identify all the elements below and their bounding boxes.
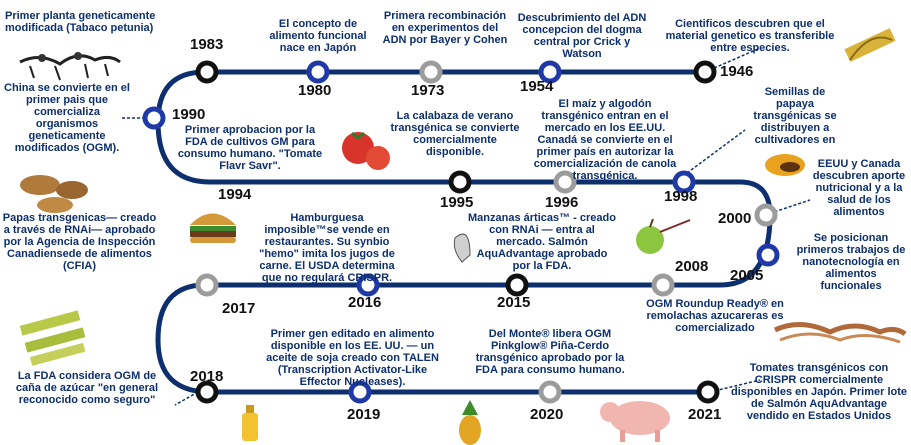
node-1995 bbox=[448, 170, 472, 194]
year-2016: 2016 bbox=[348, 294, 382, 311]
year-1996: 1996 bbox=[545, 194, 579, 211]
event-1980: El concepto de alimento funcional nace e… bbox=[269, 18, 367, 54]
petunia-plant-icon bbox=[19, 52, 121, 81]
year-2020: 2020 bbox=[530, 406, 564, 423]
year-2018: 2018 bbox=[190, 368, 224, 385]
event-2021: Tomates transgénicos con CRISPR comercia… bbox=[730, 362, 908, 422]
node-2000 bbox=[754, 203, 778, 227]
node-1998 bbox=[672, 170, 696, 194]
year-1983: 1983 bbox=[190, 36, 224, 53]
year-2015: 2015 bbox=[497, 294, 531, 311]
event-1954: Descubrimiento del ADN concepcion del do… bbox=[517, 12, 647, 60]
pineapple-icon bbox=[459, 400, 481, 445]
event-1946: Cientificos descubren que el material ge… bbox=[665, 18, 835, 54]
node-1996 bbox=[553, 170, 577, 194]
year-1980: 1980 bbox=[298, 82, 332, 99]
node-2020 bbox=[538, 380, 562, 404]
tomato-icon bbox=[342, 131, 390, 170]
node-2008 bbox=[651, 273, 675, 297]
year-2008: 2008 bbox=[675, 258, 709, 275]
year-2019: 2019 bbox=[347, 406, 381, 423]
year-1995: 1995 bbox=[440, 194, 474, 211]
event-2008: OGM Roundup Ready® en remolachas azucare… bbox=[646, 298, 784, 334]
event-2018: La FDA considera OGM de caña de azúcar "… bbox=[15, 370, 159, 406]
year-1998: 1998 bbox=[664, 188, 698, 205]
year-2005: 2005 bbox=[730, 267, 764, 284]
node-1973 bbox=[419, 60, 443, 84]
event-2015: Manzanas árticas™ - creado con RNAi — en… bbox=[468, 212, 616, 272]
node-2016 bbox=[356, 273, 380, 297]
node-2017 bbox=[195, 273, 219, 297]
event-1996: El maíz y algodón transgénico entran en … bbox=[533, 98, 677, 182]
burger-icon bbox=[190, 213, 236, 243]
year-1946: 1946 bbox=[720, 63, 754, 80]
node-2019 bbox=[348, 380, 372, 404]
year-1954: 1954 bbox=[520, 78, 554, 95]
sugarcane-icon bbox=[19, 310, 86, 366]
node-2005 bbox=[756, 243, 780, 267]
event-2020: Del Monte® libera OGM Pinkglow® Piña-Cer… bbox=[475, 328, 625, 376]
node-2015 bbox=[505, 273, 529, 297]
event-2000: EEUU y Canada descubren aporte nutricion… bbox=[812, 158, 906, 218]
node-2021 bbox=[696, 380, 720, 404]
year-1990: 1990 bbox=[172, 106, 206, 123]
year-1994: 1994 bbox=[218, 186, 252, 203]
dna-strand-icon bbox=[844, 28, 896, 62]
event-1990-china: China se convierte en el primer pais que… bbox=[4, 82, 130, 154]
event-2019: Primer gen editado en alimento disponibl… bbox=[266, 328, 439, 388]
event-1983: Primer planta geneticamente modificada (… bbox=[5, 10, 156, 34]
pig-icon bbox=[600, 401, 670, 442]
event-1990-fda: Primer aprobacion por la FDA de cultivos… bbox=[177, 124, 323, 172]
event-1995: La calabaza de verano transgénica se con… bbox=[390, 110, 520, 158]
node-1983 bbox=[195, 60, 219, 84]
node-1980 bbox=[306, 60, 330, 84]
node-1946 bbox=[693, 60, 717, 84]
year-2000: 2000 bbox=[718, 210, 752, 227]
event-2005: Se posicionan primeros trabajos de nanot… bbox=[796, 232, 906, 292]
papaya-icon bbox=[765, 154, 805, 176]
oil-bottle-icon bbox=[242, 405, 258, 441]
apple-icon bbox=[636, 218, 691, 254]
node-1954 bbox=[538, 60, 562, 84]
sugarbeet-icon bbox=[773, 322, 907, 344]
event-2016: Hamburguesa imposible™se vende en restau… bbox=[259, 212, 395, 284]
year-2017: 2017 bbox=[222, 300, 256, 317]
fish-icon bbox=[453, 233, 471, 263]
potato-icon bbox=[20, 175, 88, 213]
event-1998: Semillas de papaya transgénicas se distr… bbox=[753, 86, 837, 146]
event-2017: Papas transgenicas— creado a través de R… bbox=[2, 212, 157, 272]
event-1973: Primera recombinación en experimentos de… bbox=[382, 10, 508, 46]
year-1973: 1973 bbox=[411, 82, 445, 99]
node-1990 bbox=[142, 106, 166, 130]
year-2021: 2021 bbox=[688, 406, 722, 423]
node-2018 bbox=[195, 380, 219, 404]
